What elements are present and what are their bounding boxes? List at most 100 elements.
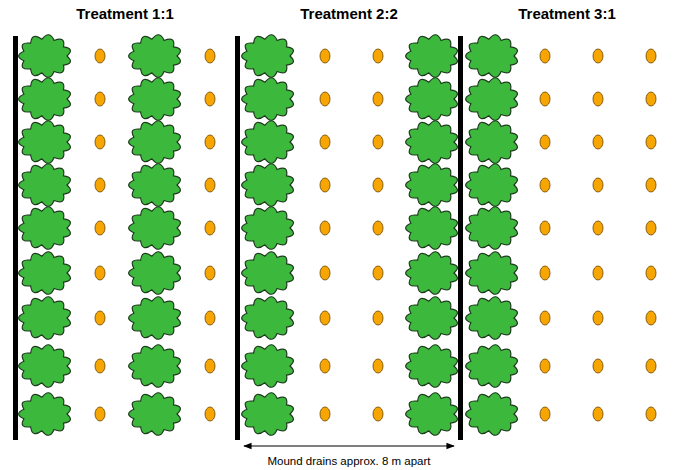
crop-plant [205, 311, 215, 325]
tree [19, 164, 71, 206]
crop-plant [320, 266, 330, 280]
crop-plant [95, 221, 105, 235]
crop-plant [320, 221, 330, 235]
tree [466, 252, 518, 294]
crop-plant [646, 221, 656, 235]
crop-plant [593, 49, 603, 63]
crop-plant [540, 92, 550, 106]
crop-plant [320, 92, 330, 106]
crop-plant [95, 135, 105, 149]
crop-plant [540, 49, 550, 63]
tree [466, 393, 518, 435]
crop-plant [593, 359, 603, 373]
crop-plant [205, 135, 215, 149]
crop-plant [320, 311, 330, 325]
tree [129, 393, 181, 435]
crop-plant [205, 49, 215, 63]
crop-plant [373, 49, 383, 63]
crop-plant [646, 178, 656, 192]
crop-plant [593, 266, 603, 280]
tree [406, 252, 458, 294]
crop-plant [540, 178, 550, 192]
tree [19, 393, 71, 435]
tree [406, 345, 458, 387]
crop-plant [205, 178, 215, 192]
crop-plant [373, 135, 383, 149]
tree [129, 164, 181, 206]
tree [406, 207, 458, 249]
crop-plant [646, 359, 656, 373]
treatment-heading: Treatment 2:2 [300, 6, 398, 23]
tree [406, 35, 458, 77]
tree [406, 297, 458, 339]
tree [129, 297, 181, 339]
crop-plant [320, 135, 330, 149]
crop-plant [320, 359, 330, 373]
tree [19, 121, 71, 163]
tree [466, 297, 518, 339]
crop-plant [646, 92, 656, 106]
tree [466, 78, 518, 120]
mound-drain [235, 36, 240, 440]
tree [19, 207, 71, 249]
crop-plant [320, 49, 330, 63]
crop-plant [540, 135, 550, 149]
crop-plant [95, 49, 105, 63]
tree [466, 345, 518, 387]
treatment-heading: Treatment 1:1 [76, 6, 174, 23]
crop-plant [540, 266, 550, 280]
dimension-label: Mound drains approx. 8 m apart [265, 455, 432, 468]
tree [242, 252, 294, 294]
tree [466, 35, 518, 77]
tree [19, 35, 71, 77]
crop-plant [205, 266, 215, 280]
crop-plant [593, 92, 603, 106]
tree [242, 35, 294, 77]
tree [406, 164, 458, 206]
tree [242, 393, 294, 435]
crop-plant [540, 221, 550, 235]
crop-plant [540, 407, 550, 421]
tree [242, 121, 294, 163]
crop-plant [205, 359, 215, 373]
tree [129, 121, 181, 163]
crop-plant [646, 311, 656, 325]
crop-plant [373, 266, 383, 280]
tree [19, 78, 71, 120]
tree [129, 345, 181, 387]
crop-plant [320, 407, 330, 421]
crop-plant [593, 407, 603, 421]
crop-plant [593, 178, 603, 192]
spacing-arrow [244, 445, 454, 446]
crop-plant [646, 135, 656, 149]
tree [242, 297, 294, 339]
crop-plant [646, 407, 656, 421]
crop-plant [373, 221, 383, 235]
tree [406, 393, 458, 435]
crop-plant [205, 221, 215, 235]
treatment-heading: Treatment 3:1 [518, 6, 616, 23]
crop-plant [205, 407, 215, 421]
tree [129, 35, 181, 77]
tree [466, 207, 518, 249]
crop-plant [95, 92, 105, 106]
tree [129, 252, 181, 294]
tree [242, 345, 294, 387]
crop-plant [540, 311, 550, 325]
crop-plant [373, 92, 383, 106]
crop-plant [593, 135, 603, 149]
tree [406, 121, 458, 163]
tree [19, 252, 71, 294]
crop-plant [646, 266, 656, 280]
tree [242, 207, 294, 249]
crop-plant [95, 311, 105, 325]
tree [129, 78, 181, 120]
crop-plant [373, 359, 383, 373]
crop-plant [320, 178, 330, 192]
plant-rows [19, 35, 656, 435]
tree [242, 78, 294, 120]
crop-plant [593, 221, 603, 235]
tree [19, 297, 71, 339]
tree [466, 164, 518, 206]
